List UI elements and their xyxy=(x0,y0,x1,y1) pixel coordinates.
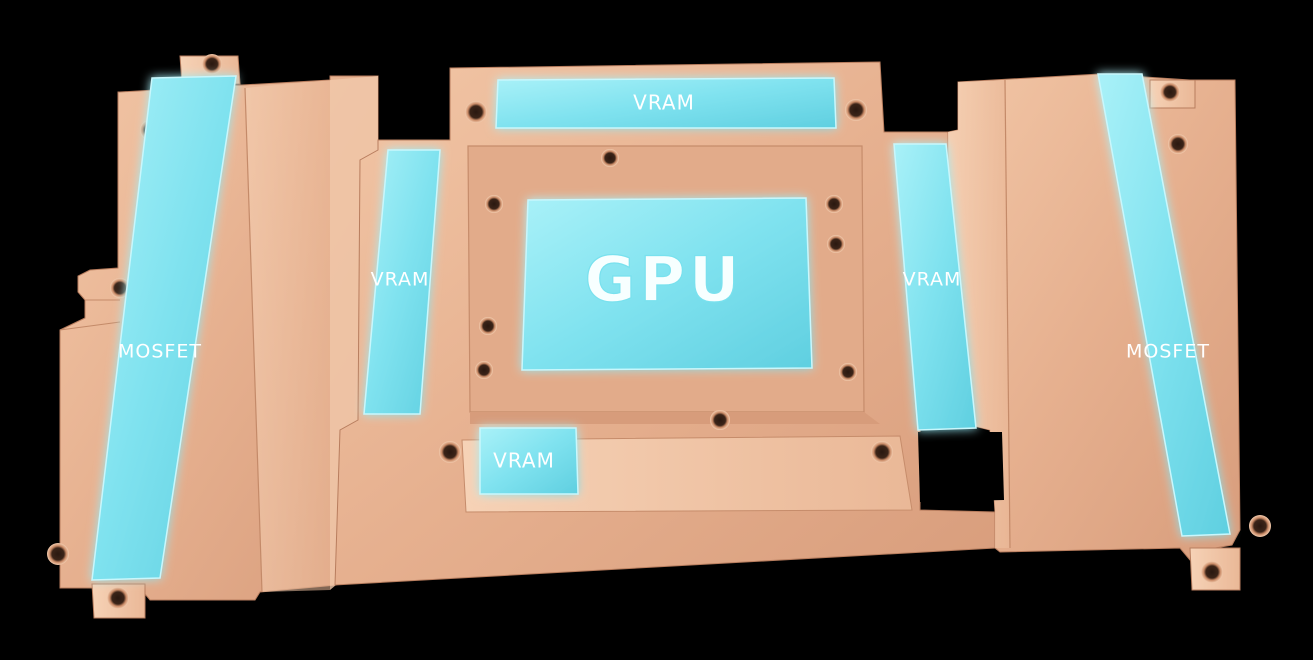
mosfet-left-label: MOSFET xyxy=(118,341,202,363)
vram-bottom-label: VRAM xyxy=(493,449,555,473)
screw-hole xyxy=(1249,515,1271,537)
screw-hole xyxy=(1160,82,1180,102)
screw-hole xyxy=(202,54,222,74)
screw-hole xyxy=(827,235,845,253)
pad-labels: GPU VRAM VRAM VRAM VRAM MOSFET MOSFET xyxy=(118,91,1210,473)
screw-hole xyxy=(485,195,503,213)
gpu-label: GPU xyxy=(585,243,744,316)
screw-hole xyxy=(475,361,493,379)
screw-hole xyxy=(1201,561,1223,583)
screw-hole xyxy=(439,441,461,463)
thermal-pad-mosfet-left xyxy=(91,75,237,581)
screw-hole xyxy=(107,587,129,609)
screw-hole xyxy=(825,195,843,213)
screw-hole xyxy=(601,149,619,167)
vram-left-label: VRAM xyxy=(371,269,430,291)
thermal-pad-mosfet-right xyxy=(1097,73,1231,537)
screw-hole xyxy=(465,101,487,123)
vram-right-label: VRAM xyxy=(903,269,962,291)
screw-hole xyxy=(1168,134,1188,154)
vram-top-label: VRAM xyxy=(633,91,695,115)
screw-hole xyxy=(110,278,130,298)
screw-hole xyxy=(47,543,69,565)
thermal-pad-vram-bottom xyxy=(479,427,579,495)
thermal-pad-vram-top xyxy=(495,77,837,129)
screw-hole xyxy=(839,363,857,381)
thermal-pad-vram-right xyxy=(893,143,977,431)
screw-hole xyxy=(845,99,867,121)
mosfet-right-label: MOSFET xyxy=(1126,341,1210,363)
thermal-pad-vram-left xyxy=(363,149,441,415)
screw-hole xyxy=(479,317,497,335)
thermal-pad-gpu xyxy=(521,197,813,371)
screw-hole xyxy=(710,410,730,430)
thermal-pads xyxy=(91,73,1231,581)
screw-hole xyxy=(871,441,893,463)
